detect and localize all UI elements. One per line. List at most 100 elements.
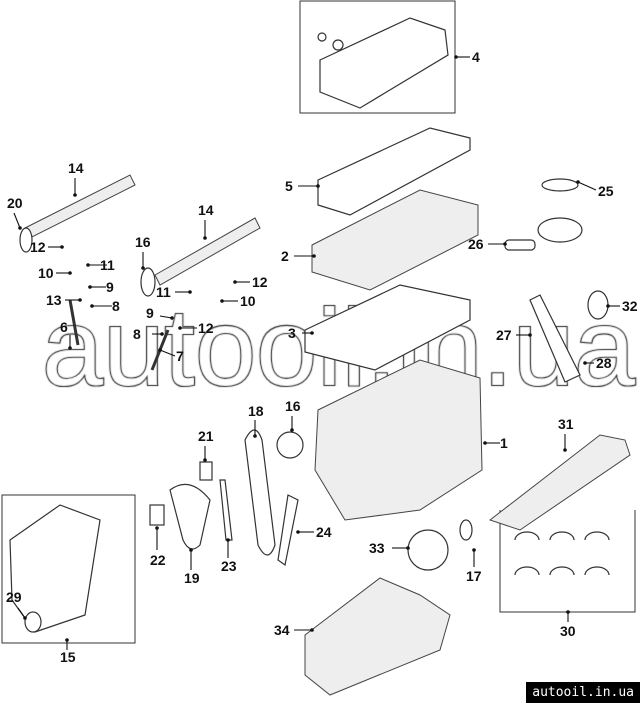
chain-guide-2 [277,494,299,567]
arrowhead-icon [170,316,174,320]
crank-bearings [514,531,610,576]
callout-number: 24 [316,524,332,540]
callout-number: 8 [133,326,141,342]
arrowhead-icon [68,346,72,350]
callout-5: 5 [285,178,320,194]
arrowhead-icon [158,348,162,352]
leader-line [159,315,173,319]
callout-number: 18 [248,403,264,419]
arrowhead-icon [606,304,610,308]
callout-number: 11 [100,257,115,273]
callout-number: 9 [146,305,154,321]
chain-guide [219,479,233,541]
arrowhead-icon [290,428,294,432]
footer-url: autooil.in.ua [526,682,640,703]
arrowhead-icon [233,280,237,284]
callout-number: 10 [240,293,256,309]
arrowhead-icon [316,184,320,188]
piston [537,217,583,243]
tensioner [199,461,213,481]
leader-line [13,212,21,229]
valve-cover [319,17,449,109]
callout-number: 27 [496,327,512,343]
callout-number: 8 [112,298,120,314]
callout-28: 28 [583,355,612,371]
callout-number: 21 [198,428,214,444]
arrowhead-icon [88,285,92,289]
callout-24: 24 [296,524,332,540]
callout-number: 32 [622,298,638,314]
arrowhead-icon [454,55,458,59]
arrowhead-icon [503,242,507,246]
callout-number: 25 [598,183,614,199]
callout-number: 16 [285,398,301,414]
callout-32: 32 [606,298,638,314]
leader-line [577,181,597,191]
arrowhead-icon [220,299,224,303]
arrowhead-icon [78,298,82,302]
arrowhead-icon [178,326,182,330]
timing-chain [244,429,276,556]
timing-cover [9,504,101,633]
callout-8: 8 [133,326,164,342]
callout-27: 27 [496,327,532,343]
arrowhead-icon [296,530,300,534]
camshaft-exhaust [24,174,136,239]
arrowhead-icon [203,458,207,462]
callout-7: 7 [158,348,184,364]
arrowhead-icon [141,266,145,270]
balance-chain [169,483,211,550]
callout-number: 23 [221,558,237,574]
arrowhead-icon [483,441,487,445]
callout-4: 4 [454,49,480,65]
callout-number: 1 [500,435,508,451]
callout-number: 17 [466,568,482,584]
callout-number: 2 [281,248,289,264]
crankshaft [488,434,631,531]
pcv-valve [317,32,327,42]
callout-15: 15 [60,638,76,665]
callout-number: 12 [252,274,268,290]
callout-19: 19 [184,548,200,586]
callout-33: 33 [369,540,410,556]
callout-13: 13 [46,292,82,308]
callout-16: 16 [285,398,301,432]
arrowhead-icon [253,434,257,438]
connecting-rod [529,294,581,383]
callout-10: 10 [220,293,256,309]
callout-16: 16 [135,234,151,270]
callout-1: 1 [483,435,508,451]
callout-number: 7 [176,348,184,364]
arrowhead-icon [86,263,90,267]
arrowhead-icon [23,616,27,620]
arrowhead-icon [65,638,69,642]
callout-number: 6 [60,319,68,335]
callout-number: 16 [135,234,151,250]
callout-number: 28 [596,355,612,371]
callout-number: 13 [46,292,62,308]
callout-25: 25 [576,180,614,199]
arrowhead-icon [18,226,22,230]
rear-seal [587,290,609,320]
callout-number: 14 [198,202,214,218]
callout-21: 21 [198,428,214,462]
arrowhead-icon [90,304,94,308]
callout-number: 14 [68,160,84,176]
piston-rings [541,178,579,192]
callout-31: 31 [558,416,574,452]
callout-26: 26 [468,236,507,252]
arrowhead-icon [583,361,587,365]
callout-20: 20 [7,195,23,230]
callout-number: 4 [472,49,480,65]
arrowhead-icon [406,546,410,550]
callout-2: 2 [281,248,316,264]
arrowhead-icon [472,548,476,552]
crank-pulley [407,529,449,571]
callout-14: 14 [68,160,84,197]
engine-block [314,359,483,521]
callout-6: 6 [60,319,72,350]
callout-number: 33 [369,540,385,556]
callout-number: 11 [156,284,171,300]
callout-number: 19 [184,570,200,586]
